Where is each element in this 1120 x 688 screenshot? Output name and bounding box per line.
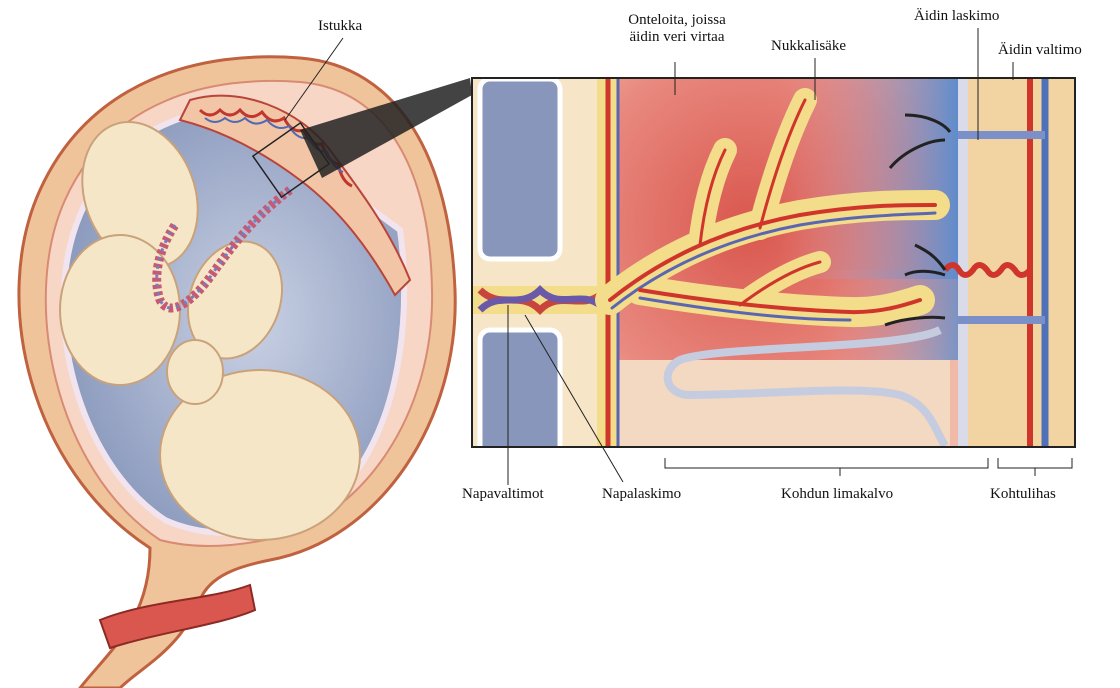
zoom-panel (472, 78, 1075, 460)
label-kohdun-limakalvo: Kohdun limakalvo (781, 486, 893, 503)
label-aidin-valtimo: Äidin valtimo (998, 42, 1082, 59)
label-onteloita: Onteloita, joissa äidin veri virtaa (612, 12, 742, 46)
label-aidin-laskimo: Äidin laskimo (914, 8, 999, 25)
label-onteloita-line2: äidin veri virtaa (612, 29, 742, 46)
label-istukka: Istukka (318, 18, 362, 35)
label-kohtulihas: Kohtulihas (990, 486, 1056, 503)
uterus-illustration (19, 57, 455, 688)
label-napavaltimot: Napavaltimot (462, 486, 544, 503)
label-napalaskimo: Napalaskimo (602, 486, 681, 503)
label-onteloita-line1: Onteloita, joissa (612, 12, 742, 29)
endometrium (608, 360, 950, 446)
label-nukkalisake: Nukkalisäke (771, 38, 846, 55)
